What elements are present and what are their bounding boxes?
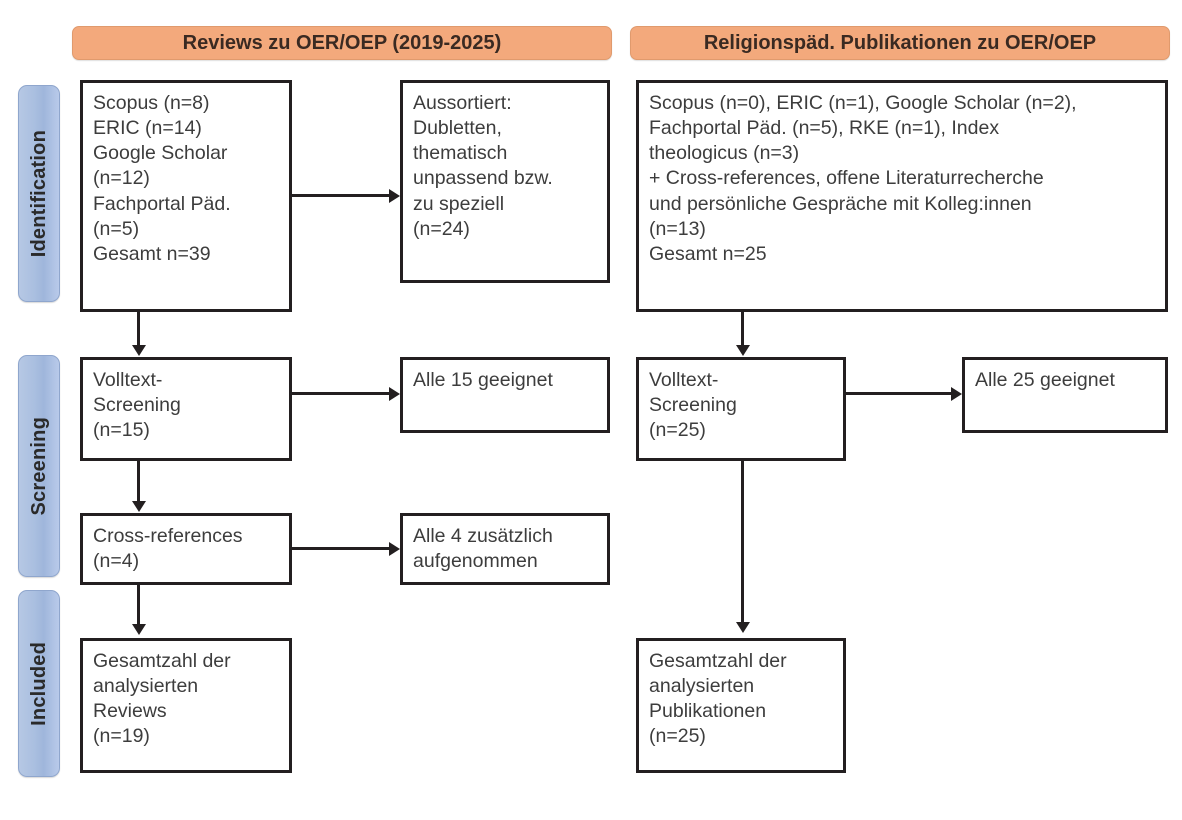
box-left-crossrefs: Cross-references (n=4) (80, 513, 292, 585)
connector-left-identification-to-excluded (292, 194, 389, 197)
box-left-crossrefs-result: Alle 4 zusätzlich aufgenommen (400, 513, 610, 585)
column-header-right: Religionspäd. Publikationen zu OER/OEP (630, 26, 1170, 60)
box-left-included: Gesamtzahl der analysierten Reviews (n=1… (80, 638, 292, 773)
arrowhead-left-identification-to-screening (131, 345, 146, 356)
arrowhead-left-screening-to-result (389, 386, 400, 401)
box-left-screening-text: Volltext- Screening (n=15) (93, 369, 181, 442)
box-right-screening-result: Alle 25 geeignet (962, 357, 1168, 433)
connector-right-identification-to-screening (741, 312, 744, 348)
column-header-left: Reviews zu OER/OEP (2019-2025) (72, 26, 612, 60)
box-right-screening-text: Volltext- Screening (n=25) (649, 369, 737, 442)
arrowhead-right-screening-to-included (735, 622, 750, 633)
box-right-included-text: Gesamtzahl der analysierten Publikatione… (649, 650, 787, 748)
arrowhead-right-identification-to-screening (735, 345, 750, 356)
connector-right-screening-to-result (846, 392, 951, 395)
arrowhead-right-screening-to-result (951, 386, 962, 401)
phase-rail-identification-label: Identification (27, 129, 50, 258)
box-left-screening-result-text: Alle 15 geeignet (413, 369, 553, 391)
connector-left-screening-to-result (292, 392, 389, 395)
connector-right-screening-to-included (741, 461, 744, 625)
connector-left-identification-to-screening (137, 312, 140, 348)
phase-rail-included-label: Included (27, 641, 50, 726)
arrowhead-left-crossrefs-to-result (389, 541, 400, 556)
box-left-screening: Volltext- Screening (n=15) (80, 357, 292, 461)
phase-rail-screening-label: Screening (27, 416, 50, 516)
box-left-excluded: Aussortiert: Dubletten, thematisch unpas… (400, 80, 610, 283)
connector-left-screening-to-crossrefs (137, 461, 140, 504)
phase-rail-included: Included (18, 590, 60, 777)
connector-left-crossrefs-to-result (292, 547, 389, 550)
box-left-screening-result: Alle 15 geeignet (400, 357, 610, 433)
arrowhead-left-crossrefs-to-included (131, 624, 146, 635)
box-right-included: Gesamtzahl der analysierten Publikatione… (636, 638, 846, 773)
box-left-included-text: Gesamtzahl der analysierten Reviews (n=1… (93, 650, 231, 748)
box-right-identification: Scopus (n=0), ERIC (n=1), Google Scholar… (636, 80, 1168, 312)
box-right-identification-text: Scopus (n=0), ERIC (n=1), Google Scholar… (649, 92, 1077, 265)
phase-rail-identification: Identification (18, 85, 60, 302)
box-left-crossrefs-text: Cross-references (n=4) (93, 525, 243, 573)
box-right-screening-result-text: Alle 25 geeignet (975, 369, 1115, 391)
box-left-identification-text: Scopus (n=8) ERIC (n=14) Google Scholar … (93, 92, 231, 265)
connector-left-crossrefs-to-included (137, 585, 140, 627)
arrowhead-left-screening-to-crossrefs (131, 501, 146, 512)
column-header-left-label: Reviews zu OER/OEP (2019-2025) (182, 31, 502, 54)
box-left-excluded-text: Aussortiert: Dubletten, thematisch unpas… (413, 92, 553, 240)
box-right-screening: Volltext- Screening (n=25) (636, 357, 846, 461)
box-left-identification: Scopus (n=8) ERIC (n=14) Google Scholar … (80, 80, 292, 312)
arrowhead-left-identification-to-excluded (389, 188, 400, 203)
column-header-right-label: Religionspäd. Publikationen zu OER/OEP (703, 31, 1097, 54)
box-left-crossrefs-result-text: Alle 4 zusätzlich aufgenommen (413, 525, 553, 573)
phase-rail-screening: Screening (18, 355, 60, 577)
